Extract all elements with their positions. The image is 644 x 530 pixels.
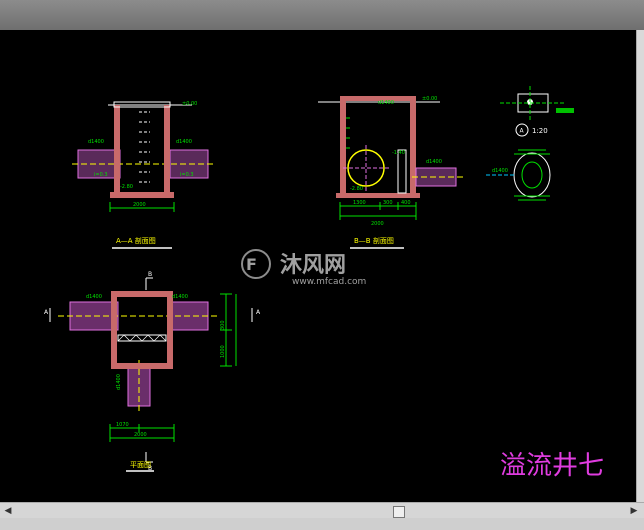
weir-wall: [397, 149, 407, 194]
plan-view: B A A B d1400 d1400 d1400 300 1000: [44, 271, 261, 472]
bb-bottom-elev: -2.80: [350, 186, 363, 192]
horizontal-scrollbar[interactable]: ◀ ▶: [0, 502, 644, 519]
right-wall: [410, 98, 416, 196]
top-slab: [340, 96, 416, 101]
bb-part2-dim: 300: [383, 200, 393, 206]
plan-part1-dim: 1070: [116, 422, 129, 428]
section-mark-a-right: A: [256, 309, 261, 316]
detail-pipe-label: d1400: [492, 168, 508, 174]
aa-right-inner-label: i=0.3: [180, 172, 194, 178]
bb-width-dim: 2000: [371, 221, 384, 227]
plan-width-dim: 2000: [134, 432, 147, 438]
window-title-bar: [0, 0, 644, 31]
aa-right-pipe-label: d1400: [176, 139, 192, 145]
plan-right-dim-2: 1000: [220, 345, 226, 358]
aa-width-dim: 2000: [133, 202, 146, 208]
bb-part3-dim: 400: [401, 200, 411, 206]
bb-out-pipe-label: d1400: [426, 159, 442, 165]
drawing-title: 溢流井七: [500, 451, 604, 481]
detail-pipe-ring: [513, 152, 551, 198]
vertical-scrollbar[interactable]: [636, 30, 644, 502]
section-bb-title: B—B 剖面图: [354, 236, 394, 245]
detail-marker-circle: [515, 123, 529, 137]
scroll-thumb[interactable]: [393, 506, 405, 518]
cad-drawing: d1400 d1400 i=0.3 i=0.3 ±0.00 -2.80 2000…: [44, 86, 604, 481]
right-wall: [164, 105, 170, 195]
detail-scale-note: 1:20: [532, 127, 548, 135]
detail-view: A 1:20 d1400: [486, 86, 574, 201]
watermark-brand: 沐风网: [280, 253, 346, 278]
inlet-pipe-section: [347, 149, 385, 187]
plan-right-pipe-label: d1400: [172, 294, 188, 300]
section-mark-b-bottom: B: [148, 465, 152, 472]
plan-right-dim-1: 300: [220, 320, 226, 330]
aa-left-inner-label: i=0.3: [94, 172, 108, 178]
plan-title: 平面图: [130, 461, 151, 469]
scroll-left-arrow-icon[interactable]: ◀: [4, 506, 12, 516]
section-aa-view: d1400 d1400 i=0.3 i=0.3 ±0.00 -2.80 2000…: [72, 101, 214, 249]
cad-model-space[interactable]: d1400 d1400 i=0.3 i=0.3 ±0.00 -2.80 2000…: [0, 30, 637, 503]
section-mark-a-left: A: [44, 309, 49, 316]
base-slab: [110, 192, 174, 198]
left-wall: [114, 105, 120, 195]
status-bar: [0, 518, 644, 530]
section-bb-view: d1400 d1400 ±0.00 -1.40 -2.80 1300 300 4…: [318, 96, 464, 249]
watermark-url: www.mfcad.com: [292, 277, 366, 287]
bb-mid-elev: -1.40: [392, 150, 405, 156]
scroll-right-arrow-icon[interactable]: ▶: [630, 506, 638, 516]
detail-marker-label: A: [520, 128, 525, 135]
base-slab: [336, 193, 420, 198]
section-aa-title: A—A 剖面图: [116, 236, 156, 245]
section-mark-b-top: B: [148, 271, 152, 278]
svg-text:F: F: [246, 255, 257, 274]
bb-top-elev: ±0.00: [422, 96, 437, 102]
plan-down-pipe-label: d1400: [116, 374, 122, 390]
bb-part1-dim: 1300: [353, 200, 366, 206]
aa-left-pipe-label: d1400: [88, 139, 104, 145]
watermark: F 沐风网 www.mfcad.com: [241, 249, 366, 287]
plan-left-pipe-label: d1400: [86, 294, 102, 300]
aa-top-elev: ±0.00: [182, 101, 197, 107]
bb-top-pipe-label: d1400: [378, 100, 394, 106]
left-wall: [340, 98, 346, 196]
detail-callout-box: [556, 108, 574, 113]
aa-bottom-elev: -2.80: [120, 184, 133, 190]
top-slab: [113, 101, 171, 108]
plan-chamber-walls: [111, 291, 173, 369]
